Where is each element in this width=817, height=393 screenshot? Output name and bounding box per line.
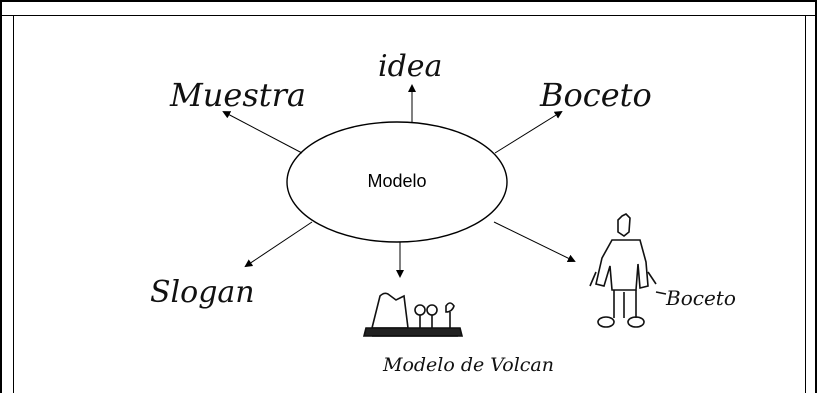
- frame-separator: [0, 15, 817, 16]
- label-muestra: Muestra: [169, 76, 306, 114]
- arrow-to-boceto-bottom: [493, 221, 576, 262]
- frame-inner-left-border: [13, 15, 14, 393]
- center-label: Modelo: [367, 171, 426, 191]
- volcano-sketch-icon: [362, 292, 464, 337]
- arrow-to-muestra: [222, 111, 303, 154]
- label-slogan: Slogan: [150, 275, 255, 310]
- frame-right-border: [815, 0, 817, 393]
- frame-top-border: [0, 0, 817, 2]
- label-boceto-bottom: Boceto: [665, 286, 736, 310]
- label-volcan: Modelo de Volcan: [382, 354, 554, 376]
- label-boceto-top: Boceto: [539, 76, 652, 114]
- label-idea: idea: [378, 49, 442, 84]
- frame-left-border: [0, 0, 2, 393]
- person-sketch-icon: [589, 213, 667, 328]
- frame-inner-right-border: [805, 15, 806, 393]
- arrow-to-boceto-top: [494, 110, 563, 154]
- center-ellipse: [286, 121, 508, 243]
- arrow-to-slogan: [244, 221, 313, 268]
